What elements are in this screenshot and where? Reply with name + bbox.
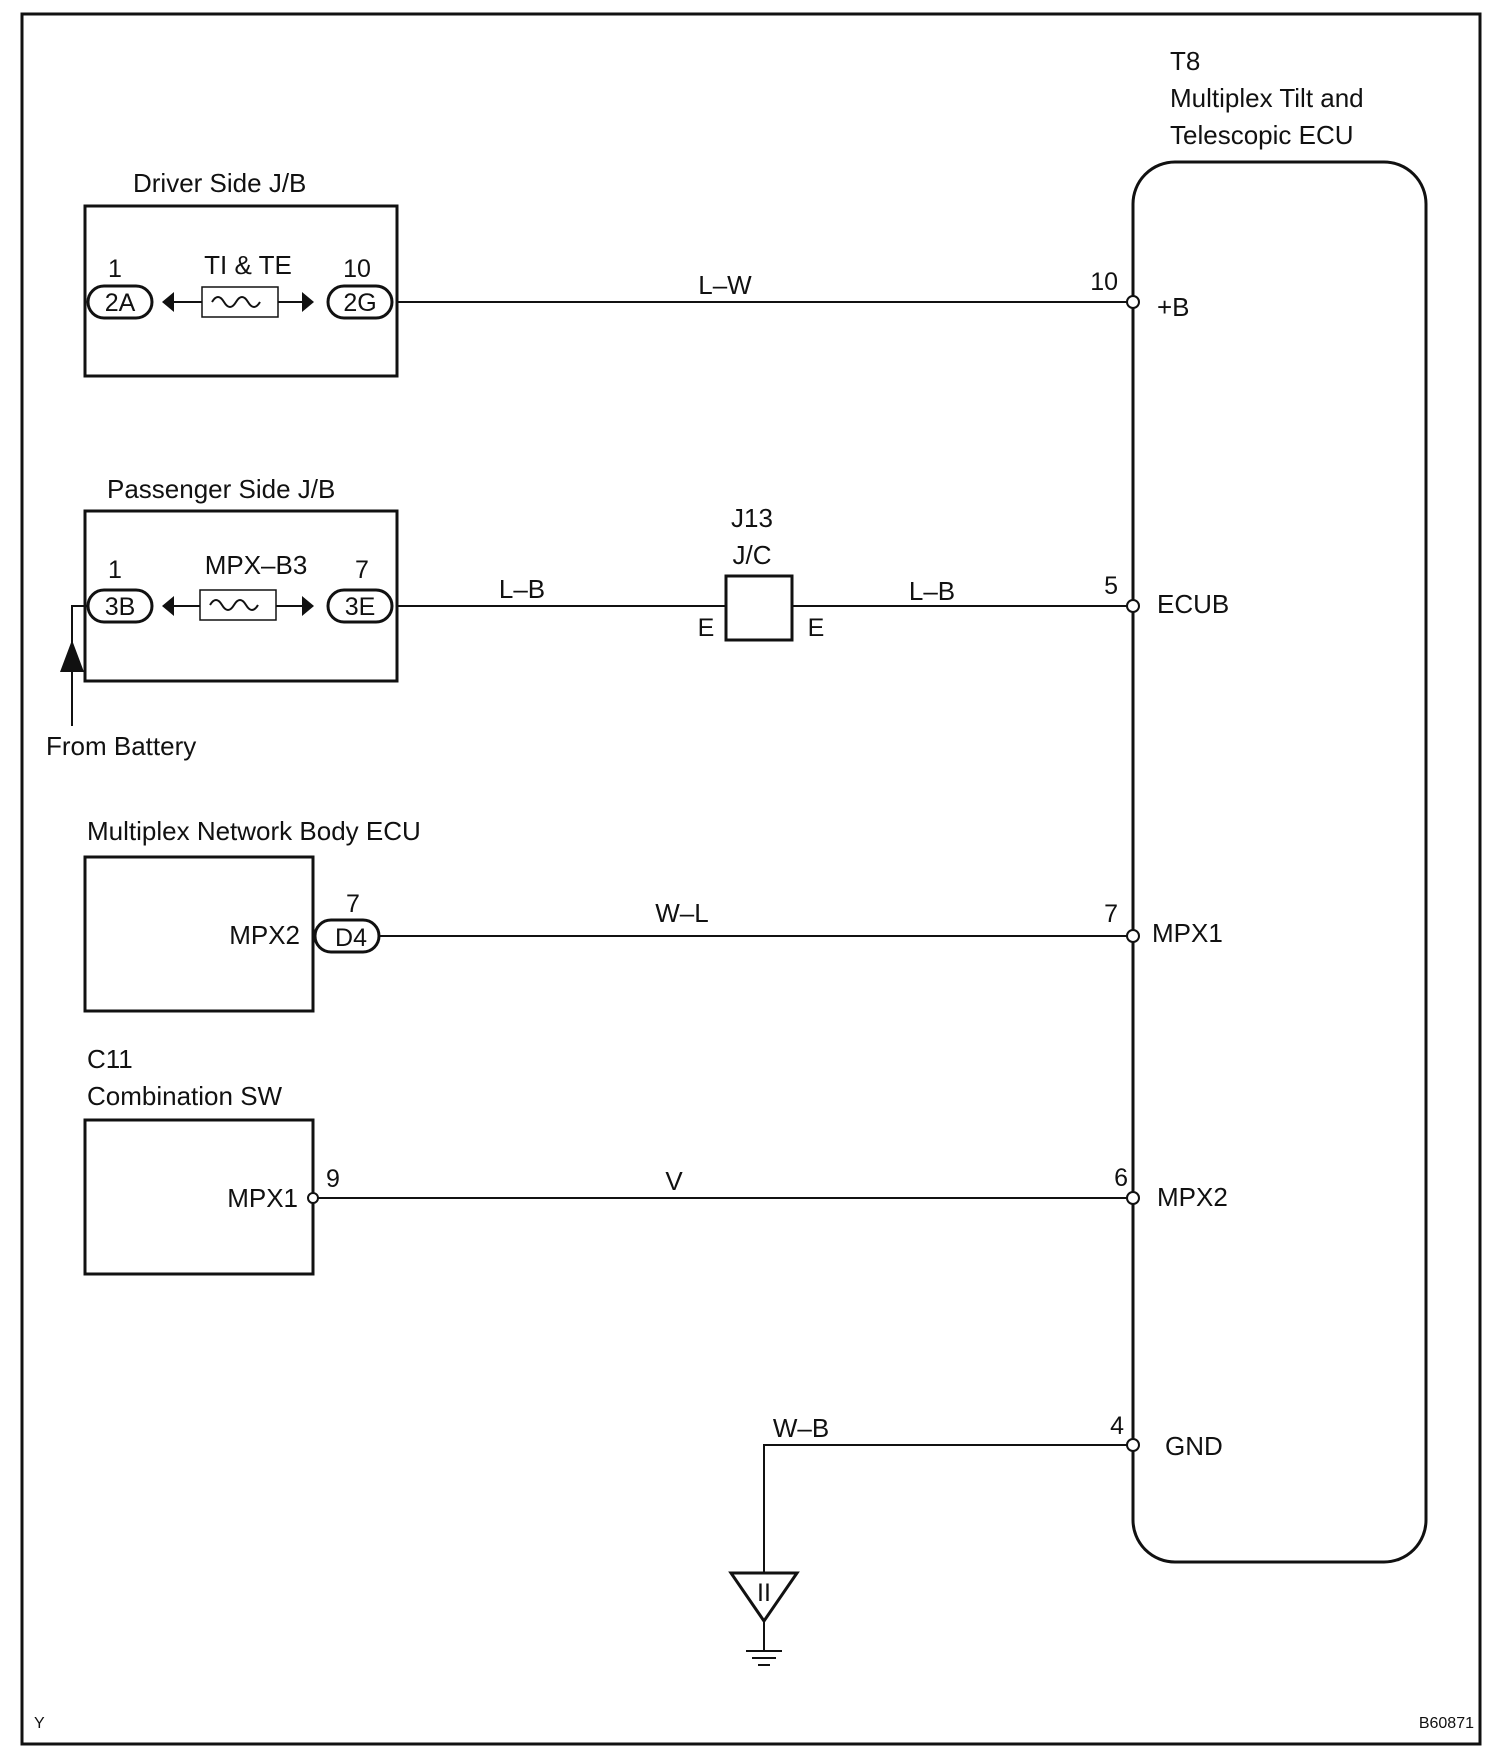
combination-sw-code: C11 [87,1044,133,1074]
arrow-right-2g [302,292,314,312]
t8-pin-ecub: 5 [1104,572,1118,600]
arrow-left-2a [162,292,174,312]
footer-figure-id: B60871 [1419,1715,1474,1732]
wire-mpx1-color: W–L [655,898,708,928]
driver-jb-title: Driver Side J/B [133,168,306,198]
connector-3b-label: 3B [105,593,136,621]
t8-dot-mpx1 [1126,929,1140,943]
t8-pin-plusb: 10 [1090,268,1118,296]
wire-ecub-left-color: L–B [499,574,545,604]
fuse-mpx-b3-element [209,599,259,611]
t8-terminal-ecub: ECUB [1157,589,1229,619]
body-ecu-pin: 7 [346,890,360,918]
fuse-ti-te-element [211,296,261,308]
combination-sw-terminal: MPX1 [227,1183,298,1213]
from-battery-label: From Battery [46,731,196,761]
fuse-ti-te-icon [201,286,279,318]
driver-jb-left-pin: 1 [108,255,122,283]
wire-ecub-right-color: L–B [909,576,955,606]
t8-terminal-mpx1: MPX1 [1152,918,1223,948]
junction-left-pin: E [698,614,715,642]
wire-gnd [763,1444,1128,1573]
connector-2a-label: 2A [105,289,136,317]
diagram-frame [20,12,1482,1746]
battery-arrow-icon [60,640,84,672]
t8-dot-gnd [1126,1438,1140,1452]
driver-jb-right-pin: 10 [343,255,371,283]
ground-point-label: II [757,1579,771,1607]
battery-feed-wire [71,605,88,726]
ecu-t8-code: T8 [1170,46,1200,76]
junction-name: J/C [733,540,772,570]
t8-pin-gnd: 4 [1110,1412,1124,1440]
connector-2g-label: 2G [343,289,376,317]
connector-2a [86,284,154,320]
t8-dot-plusb [1126,295,1140,309]
passenger-jb-fuse-name: MPX–B3 [205,550,308,580]
connector-3e [326,588,394,624]
t8-terminal-plusb: +B [1157,292,1190,322]
ecu-t8-name-line1: Multiplex Tilt and [1170,83,1364,113]
junction-code: J13 [731,503,773,533]
t8-dot-ecub [1126,599,1140,613]
fuse-mpx-b3-icon [199,589,277,621]
arrow-left-3b [162,596,174,616]
passenger-jb-right-pin: 7 [355,556,369,584]
body-ecu-title: Multiplex Network Body ECU [87,816,421,846]
wire-mpx2-color: V [665,1166,683,1196]
combination-sw-pin: 9 [326,1165,340,1193]
arrow-right-3e [302,596,314,616]
wire-gnd-color: W–B [773,1413,829,1443]
passenger-jb-left-pin: 1 [108,556,122,584]
junction-right-pin: E [808,614,825,642]
t8-pin-mpx1: 7 [1104,900,1118,928]
combination-sw-terminal-dot [307,1192,319,1204]
t8-terminal-gnd: GND [1165,1431,1223,1461]
body-ecu-box [83,855,315,1013]
footer-left-code: Y [34,1715,45,1732]
junction-j13-box [724,574,794,642]
connector-2g [326,284,394,320]
driver-jb-box [83,204,399,378]
combination-sw-title: Combination SW [87,1081,283,1111]
connector-d4-label: D4 [335,924,367,952]
passenger-jb-title: Passenger Side J/B [107,474,335,504]
ecu-t8-name-line2: Telescopic ECU [1170,120,1354,150]
body-ecu-terminal: MPX2 [229,920,300,950]
t8-terminal-mpx2: MPX2 [1157,1182,1228,1212]
t8-pin-mpx2: 6 [1114,1164,1128,1192]
passenger-jb-box [83,509,399,683]
t8-dot-mpx2 [1126,1191,1140,1205]
wire-plus-b-color: L–W [698,270,752,300]
connector-3e-label: 3E [345,593,376,621]
ground-point-icon [728,1571,800,1624]
ecu-t8-box [1131,160,1428,1564]
driver-jb-fuse-name: TI & TE [204,250,292,280]
